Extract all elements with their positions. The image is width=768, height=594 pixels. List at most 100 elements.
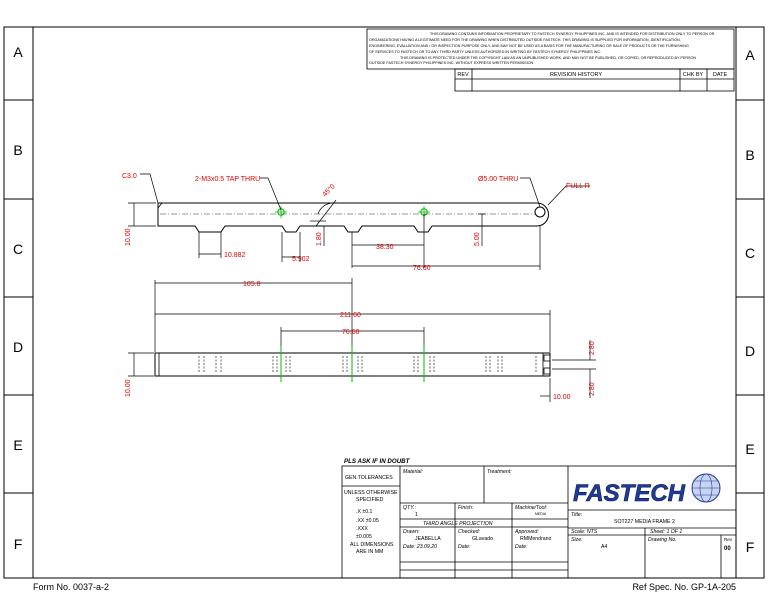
angle-label: 45°0	[321, 182, 337, 198]
notice-line-3: ENGINEERING, EVALUATION AND / OR INSPECT…	[369, 44, 689, 48]
tol-xxx-value: ±0.005	[356, 534, 372, 540]
notice-line-6: OUTSIDE FASTECH SYNERGY PHILIPPINES INC.…	[369, 61, 534, 65]
zone-right-e: E	[745, 441, 754, 457]
full-r-label: FULL R	[566, 183, 590, 190]
checked-value: GLavado	[472, 536, 493, 542]
sheet-field: Sheet: 1 OF 1	[650, 529, 682, 535]
notice-line-1: THIS DRAWING CONTAINS INFORMATION PROPRI…	[430, 32, 715, 36]
size-label: Size:	[571, 537, 583, 543]
dim-76-60-front: 76.60	[342, 329, 360, 336]
dim-76-60-top: 76.60	[413, 265, 431, 272]
rev-label: Rev	[724, 537, 733, 542]
title-block-grid	[341, 465, 737, 579]
notice-line-4: OF SERVICES TO FASTECH OR TO ANY THIRD P…	[369, 50, 601, 54]
rev-value: 00	[724, 546, 731, 552]
top-view-dimension-lines	[128, 173, 590, 270]
specified: SPECIFIED	[356, 497, 384, 503]
dim-5-00: 5.00	[474, 232, 481, 246]
zone-labels: A B C D E F A B C D E F	[13, 44, 755, 555]
date-approved: Date:	[515, 544, 528, 550]
qty-label: QTY.:	[403, 505, 417, 511]
zone-left-e: E	[13, 437, 22, 453]
dim-105-8: 105.8	[243, 281, 261, 288]
tap-callout: 2-M3x0.5 TAP THRU	[195, 176, 260, 183]
drawing-no-label: Drawing No.	[648, 537, 677, 543]
proprietary-notice: THIS DRAWING CONTAINS INFORMATION PROPRI…	[369, 32, 715, 65]
zone-right-a: A	[745, 47, 755, 63]
fastech-logo-text: FASTECH	[573, 480, 686, 507]
top-view-dimension-text: C3.0 2-M3x0.5 TAP THRU 45°0 Ø5.00 THRU F…	[122, 173, 590, 272]
chamfer-label: C3.0	[122, 173, 137, 180]
revision-history-header: REVISION HISTORY	[550, 72, 602, 78]
rev-header: REV	[457, 72, 469, 78]
dim-10-00-front-tab: 10.00	[553, 394, 571, 401]
hole-centerlines	[275, 206, 430, 218]
scale-field: Scale: NTS	[571, 529, 598, 535]
top-view-outline	[157, 202, 549, 233]
zone-left-d: D	[13, 339, 23, 355]
approved-label: Approved:	[514, 529, 539, 535]
ask-if-in-doubt: PLS ASK IF IN DOUBT	[344, 458, 411, 465]
date-drawn: Date: 23.09.20	[403, 544, 437, 550]
tol-x: .X ±0.1	[356, 509, 373, 515]
front-view-centerlines	[280, 346, 425, 382]
checked-label: Checked:	[458, 529, 480, 535]
revision-table	[454, 68, 735, 92]
zone-right-f: F	[746, 539, 755, 555]
fastech-logo: FASTECH	[573, 473, 721, 507]
front-view	[154, 346, 551, 382]
title-block-labels: GEN.TOLERANCES UNLESS OTHERWISE SPECIFIE…	[344, 469, 733, 555]
notice-line-2: ORGANIZATIONS HAVING A LEGITIMATE NEED F…	[369, 38, 681, 42]
dim-211-60: 211.60	[340, 312, 361, 319]
treatment-label: Treatment:	[487, 469, 512, 475]
tol-xxx-label: .XXX	[356, 526, 368, 532]
ref-spec-number: Ref Spec. No. GP-1A-205	[632, 582, 736, 592]
are-in-mm: ARE IN MM	[356, 549, 383, 555]
dim-5-902: 5.902	[292, 256, 310, 263]
drawn-label: Drawn:	[403, 529, 420, 535]
front-view-dimension-text: 105.8 211.60 76.60 10.00 10.00 2.80 2.80	[125, 281, 596, 401]
hole-callout: Ø5.00 THRU	[478, 176, 518, 183]
dim-10-882: 10.882	[224, 252, 246, 259]
material-label: Material:	[403, 469, 423, 475]
revision-headers: REV REVISION HISTORY CHK BY DATE	[457, 72, 727, 78]
zone-right-d: D	[745, 343, 755, 359]
gen-tolerances: GEN.TOLERANCES	[345, 475, 393, 481]
machine-label: Machine/Tool:	[515, 505, 548, 511]
approved-value: RMMendrano	[520, 536, 552, 542]
date-header: DATE	[713, 72, 728, 78]
dim-10-00-height: 10.00	[125, 228, 132, 246]
date-checked: Date:	[458, 544, 471, 550]
qty-value: 1	[415, 512, 418, 518]
machine-value: MEDIA	[535, 512, 547, 516]
projection-label: THIRD ANGLE PROJECTION	[423, 521, 493, 527]
zone-left-b: B	[13, 142, 22, 158]
dim-2-80-top: 2.80	[589, 341, 596, 355]
front-view-dimension-lines	[128, 278, 596, 402]
chk-by-header: CHK BY	[683, 72, 704, 78]
form-number: Form No. 0037-a-2	[33, 582, 109, 592]
dim-10-00-front-height: 10.00	[125, 379, 132, 397]
title-value: SOT227 MEDIA FRAME 2	[614, 519, 675, 525]
tol-xx: .XX ±0.05	[356, 518, 379, 524]
zone-left-c: C	[13, 241, 23, 257]
drawn-value: JEABELLA	[415, 536, 441, 542]
hidden-lines	[198, 356, 537, 373]
zone-right-c: C	[745, 245, 755, 261]
unless-otherwise: UNLESS OTHERWISE	[344, 490, 398, 496]
title-label: Title:	[571, 512, 583, 518]
top-view	[157, 202, 549, 233]
zone-left-a: A	[13, 44, 23, 60]
zone-right-b: B	[745, 147, 754, 163]
size-value: A4	[601, 544, 607, 550]
dim-1-80: 1.80	[316, 232, 323, 246]
zone-left-f: F	[14, 536, 23, 552]
through-hole	[534, 206, 546, 218]
finish-label: Finish:	[458, 505, 474, 511]
all-dimensions: ALL DIMENSIONS	[350, 542, 394, 548]
dim-2-80-bottom: 2.80	[589, 382, 596, 396]
notice-line-5: THIS DRAWING IS PROTECTED UNDER THE COPY…	[400, 56, 696, 60]
zone-dividers	[4, 99, 764, 494]
dim-38-30: 38.30	[376, 244, 394, 251]
